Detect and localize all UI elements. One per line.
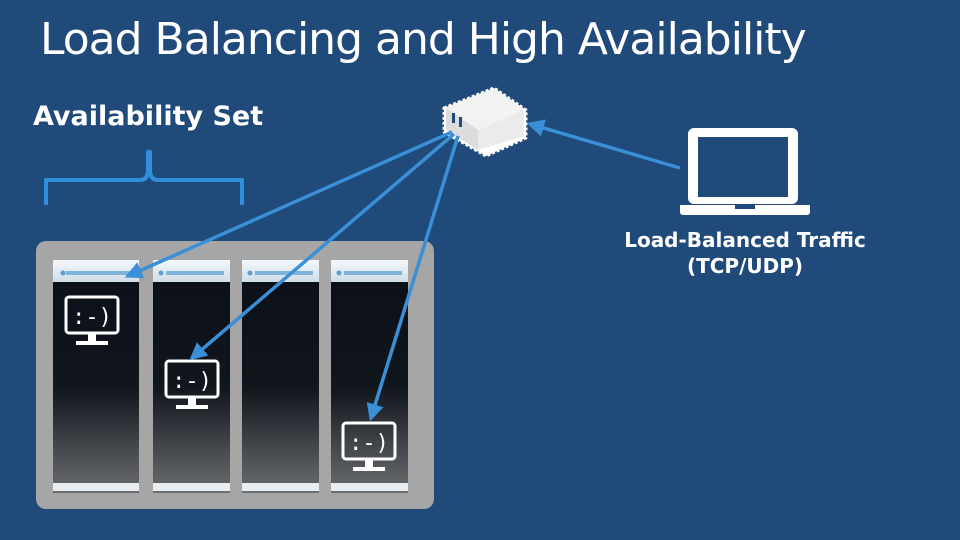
monitor-icon: :-) [164, 359, 220, 409]
server-2-face: :-) [172, 369, 212, 394]
page-title: Load Balancing and High Availability [40, 14, 807, 65]
traffic-arrows [124, 119, 681, 422]
brace-icon [44, 150, 244, 205]
traffic-label: Load-Balanced Traffic (TCP/UDP) [600, 227, 890, 279]
traffic-label-line1: Load-Balanced Traffic [624, 228, 866, 252]
monitor-icon: :-) [341, 421, 397, 471]
load-balancer-icon [442, 86, 528, 158]
server-blade-1 [53, 260, 139, 493]
monitor-icon: :-) [64, 295, 120, 345]
laptop-icon [680, 128, 810, 215]
arrow-balancer-to-server-1 [124, 130, 453, 279]
traffic-label-line2: (TCP/UDP) [686, 254, 804, 278]
availability-set-label: Availability Set [33, 101, 264, 132]
server-1-face: :-) [72, 305, 112, 330]
arrow-balancer-to-server-2 [189, 132, 456, 361]
server-blade-3 [242, 260, 319, 493]
server-4-face: :-) [349, 431, 389, 456]
arrow-laptop-to-balancer [526, 119, 681, 170]
arrow-balancer-to-server-4 [366, 135, 460, 422]
